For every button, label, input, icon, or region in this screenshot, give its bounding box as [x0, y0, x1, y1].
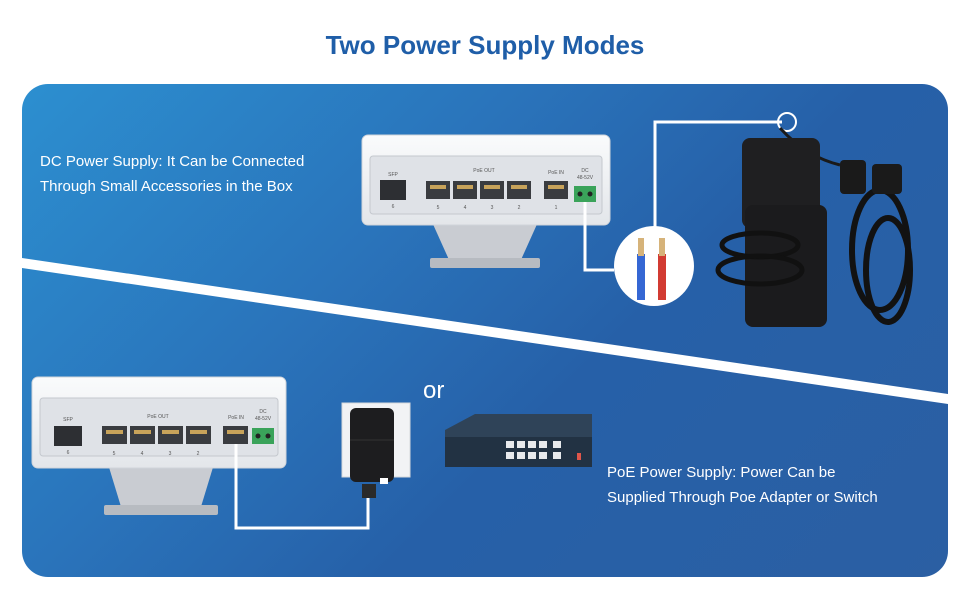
svg-text:48-52V: 48-52V	[255, 416, 272, 422]
poe-in-label: PoE IN	[548, 170, 564, 176]
bottom-device: SFP 6 PoE OUT 5 4 3 2 PoE IN DC 48-52V	[31, 376, 287, 515]
svg-text:1: 1	[555, 205, 558, 211]
svg-text:3: 3	[491, 205, 494, 211]
svg-text:6: 6	[392, 204, 395, 210]
dc-label: DC	[581, 168, 589, 174]
svg-text:6: 6	[67, 450, 70, 456]
poe-caption-line1: PoE Power Supply: Power Can be	[607, 464, 836, 481]
svg-text:4: 4	[141, 451, 144, 457]
svg-text:PoE IN: PoE IN	[228, 415, 244, 421]
poe-cable	[234, 444, 370, 530]
svg-text:4: 4	[464, 205, 467, 211]
svg-text:PoE OUT: PoE OUT	[147, 414, 168, 420]
poe-out-label: PoE OUT	[473, 168, 494, 174]
svg-text:SFP: SFP	[63, 417, 73, 423]
svg-text:DC: DC	[259, 409, 267, 415]
poe-caption: PoE Power Supply: Power Can be Supplied …	[607, 460, 878, 510]
dc-caption-line1: DC Power Supply: It Can be Connected	[40, 153, 305, 170]
diagonal-divider	[22, 258, 948, 404]
poe-switch	[445, 414, 592, 467]
dc-power-adapter	[715, 126, 913, 327]
top-device: SFP 6 PoE OUT 5 4 3 2 1 PoE IN DC 48-52V	[361, 134, 611, 268]
svg-text:5: 5	[113, 451, 116, 457]
wire-closeup	[614, 226, 694, 306]
svg-text:48-52V: 48-52V	[577, 175, 594, 181]
dc-caption-line2: Through Small Accessories in the Box	[40, 178, 293, 195]
svg-text:3: 3	[169, 451, 172, 457]
svg-text:5: 5	[437, 205, 440, 211]
poe-injector	[341, 402, 411, 498]
svg-text:2: 2	[518, 205, 521, 211]
dc-cable	[583, 202, 614, 272]
svg-text:2: 2	[197, 451, 200, 457]
page-title: Two Power Supply Modes	[325, 30, 645, 60]
sfp-label: SFP	[388, 172, 398, 178]
poe-caption-line2: Supplied Through Poe Adapter or Switch	[607, 489, 878, 506]
or-label: or	[423, 377, 445, 404]
dc-caption: DC Power Supply: It Can be Connected Thr…	[40, 149, 304, 199]
